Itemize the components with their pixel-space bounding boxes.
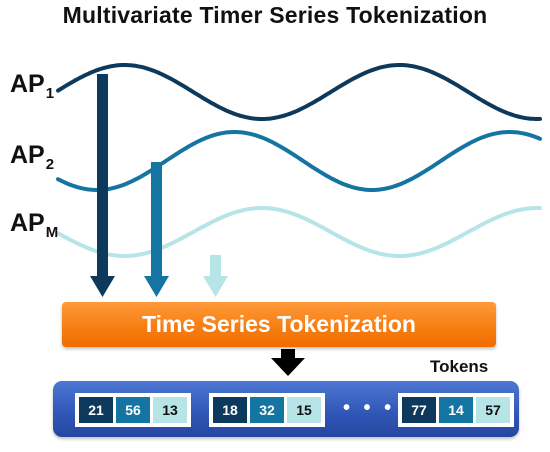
diagram-title: Multivariate Timer Series Tokenization [62, 2, 488, 28]
label-apm: APM [10, 209, 59, 241]
token-group-1: 21 56 13 [75, 393, 191, 427]
arrow-ap1-head [90, 276, 115, 297]
token: 13 [153, 397, 187, 423]
tokens-panel: 21 56 13 18 32 15 • • • 77 14 57 [53, 381, 519, 437]
down-arrow-head [271, 358, 305, 376]
token: 14 [439, 397, 473, 423]
waveform-canvas [56, 63, 542, 297]
token: 77 [402, 397, 436, 423]
token-group-3: 77 14 57 [398, 393, 514, 427]
wave-apm [56, 206, 542, 258]
arrow-ap2-head [144, 276, 169, 297]
down-arrow-shaft [281, 349, 295, 359]
wave-ap1 [56, 63, 542, 121]
arrow-apm-shaft [210, 255, 221, 278]
ellipsis: • • • [343, 397, 396, 419]
arrow-ap1-shaft [97, 74, 108, 278]
token: 18 [213, 397, 247, 423]
tokenization-label: Time Series Tokenization [142, 311, 416, 337]
token: 57 [476, 397, 510, 423]
tokens-label: Tokens [430, 357, 489, 376]
token: 32 [250, 397, 284, 423]
label-ap2: AP2 [10, 141, 55, 173]
label-ap1: AP1 [10, 70, 55, 102]
token-group-2: 18 32 15 [209, 393, 325, 427]
wave-ap2 [56, 130, 542, 192]
token: 15 [287, 397, 321, 423]
sampling-arrows [90, 74, 228, 297]
arrow-apm-head [203, 276, 228, 297]
token: 56 [116, 397, 150, 423]
tokenization-block: Time Series Tokenization [62, 302, 496, 347]
token: 21 [79, 397, 113, 423]
arrow-ap2-shaft [151, 162, 162, 278]
